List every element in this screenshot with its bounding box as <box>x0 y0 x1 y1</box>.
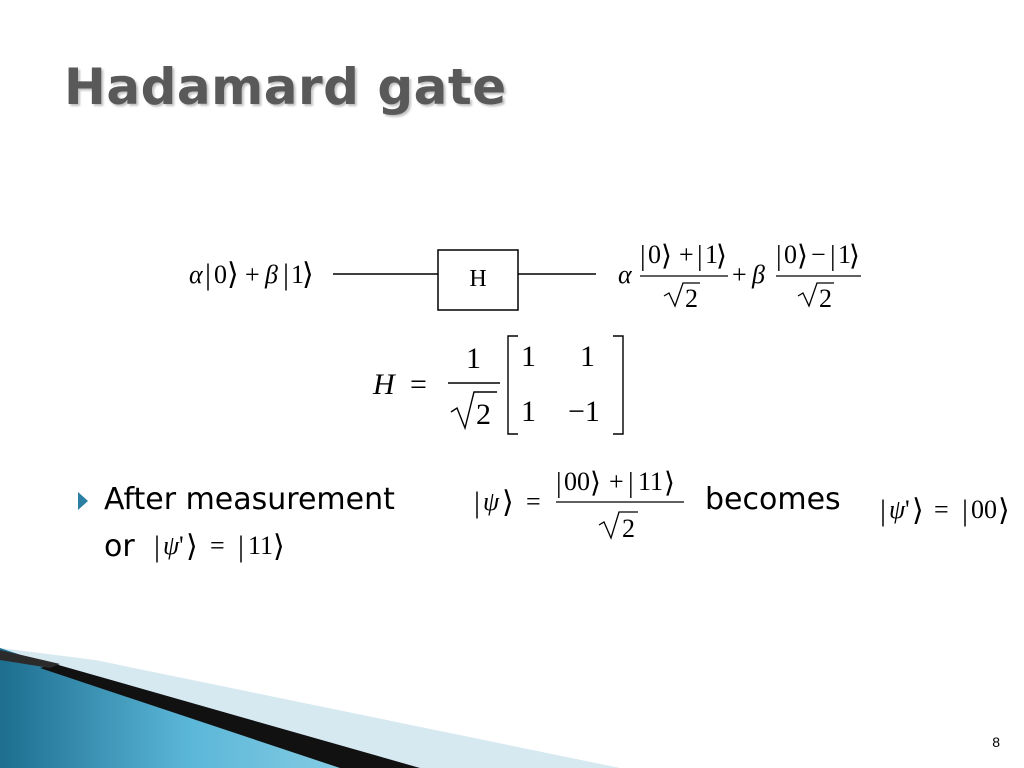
svg-text:β: β <box>264 260 278 289</box>
prefactor-numerator: 1 <box>466 342 481 375</box>
svg-text:⟩: ⟩ <box>590 468 601 499</box>
svg-text:2: 2 <box>622 514 635 543</box>
svg-text:=: = <box>934 495 949 524</box>
svg-text:|: | <box>283 258 289 291</box>
svg-text:⟩: ⟩ <box>661 241 672 272</box>
output-state: α | 0 ⟩ + | 1 ⟩ 2 + β | 0 ⟩ − | 1 ⟩ 2 <box>618 240 861 313</box>
svg-text:ψ: ψ <box>483 487 500 516</box>
svg-text:2: 2 <box>819 284 832 313</box>
matrix-entry-00: 1 <box>521 340 536 373</box>
svg-text:ψ: ψ <box>163 531 180 560</box>
matrix-lhs: H <box>372 368 397 401</box>
svg-text:⟩: ⟩ <box>186 530 198 563</box>
matrix-entry-11: −1 <box>568 395 600 428</box>
hadamard-gate-box <box>437 249 519 311</box>
svg-text:β: β <box>751 260 765 289</box>
matrix-equals: = <box>410 368 427 401</box>
svg-text:|: | <box>556 468 562 499</box>
svg-text:1: 1 <box>705 240 718 269</box>
svg-text:⟩: ⟩ <box>502 486 514 519</box>
svg-text:|: | <box>697 241 703 272</box>
svg-text:|: | <box>962 494 968 527</box>
svg-text:⟩: ⟩ <box>716 241 727 272</box>
svg-text:1: 1 <box>838 240 851 269</box>
svg-text:+: + <box>609 467 624 496</box>
svg-text:⟩: ⟩ <box>998 494 1010 527</box>
svg-text:1: 1 <box>291 260 304 289</box>
svg-text:⟩: ⟩ <box>227 258 239 291</box>
svg-text:⟩: ⟩ <box>302 258 314 291</box>
hadamard-matrix-equation: H = 1 2 1 1 1 −1 <box>372 335 624 435</box>
matrix-entry-10: 1 <box>521 395 536 428</box>
bullet-marker-icon <box>78 492 88 510</box>
svg-text:+: + <box>679 240 694 269</box>
svg-text:=: = <box>526 487 541 516</box>
svg-text:+: + <box>732 260 747 289</box>
page-number: 8 <box>992 734 1000 750</box>
input-state: α | 0 ⟩ + β | 1 ⟩ <box>189 258 314 291</box>
svg-text:2: 2 <box>685 284 698 313</box>
bullet-text-after-measurement: After measurement <box>104 482 395 517</box>
svg-text:0: 0 <box>648 240 661 269</box>
svg-text:=: = <box>210 531 225 560</box>
svg-text:+: + <box>245 260 260 289</box>
svg-text:11: 11 <box>638 467 663 496</box>
svg-text:0: 0 <box>214 260 227 289</box>
svg-text:α: α <box>189 260 204 289</box>
svg-text:|: | <box>628 468 634 499</box>
svg-text:|: | <box>205 258 211 291</box>
svg-text:0: 0 <box>784 240 797 269</box>
svg-text:|: | <box>776 241 782 272</box>
svg-text:|: | <box>880 494 886 527</box>
result-state-00: | ψ ' ⟩ = | 00 ⟩ <box>880 494 1010 527</box>
bullet-text-or: or <box>104 529 135 564</box>
svg-text:⟩: ⟩ <box>797 241 808 272</box>
svg-text:−: − <box>811 240 826 269</box>
svg-text:α: α <box>618 260 633 289</box>
svg-text:': ' <box>179 531 184 560</box>
result-state-11: | ψ ' ⟩ = | 11 ⟩ <box>154 530 285 563</box>
svg-text:|: | <box>238 530 244 563</box>
matrix-entry-01: 1 <box>580 340 595 373</box>
svg-text:|: | <box>474 486 480 519</box>
svg-text:⟩: ⟩ <box>664 468 675 499</box>
prefactor-denominator: 2 <box>476 398 491 431</box>
svg-text:00: 00 <box>564 467 590 496</box>
svg-text:⟩: ⟩ <box>849 241 860 272</box>
psi-state-expression: | ψ ⟩ = | 00 ⟩ + | 11 ⟩ 2 <box>474 467 684 543</box>
svg-text:|: | <box>640 241 646 272</box>
bullet-text-becomes: becomes <box>705 482 841 517</box>
svg-text:': ' <box>905 495 910 524</box>
svg-text:⟩: ⟩ <box>912 494 924 527</box>
svg-text:⟩: ⟩ <box>273 530 285 563</box>
decorative-ribbon <box>0 648 620 768</box>
gate-label: H <box>469 266 486 292</box>
svg-text:|: | <box>154 530 160 563</box>
slide-title: Hadamard gate <box>64 58 507 116</box>
svg-text:11: 11 <box>248 531 273 560</box>
svg-text:ψ: ψ <box>889 495 906 524</box>
svg-text:|: | <box>830 241 836 272</box>
svg-text:00: 00 <box>971 495 997 524</box>
